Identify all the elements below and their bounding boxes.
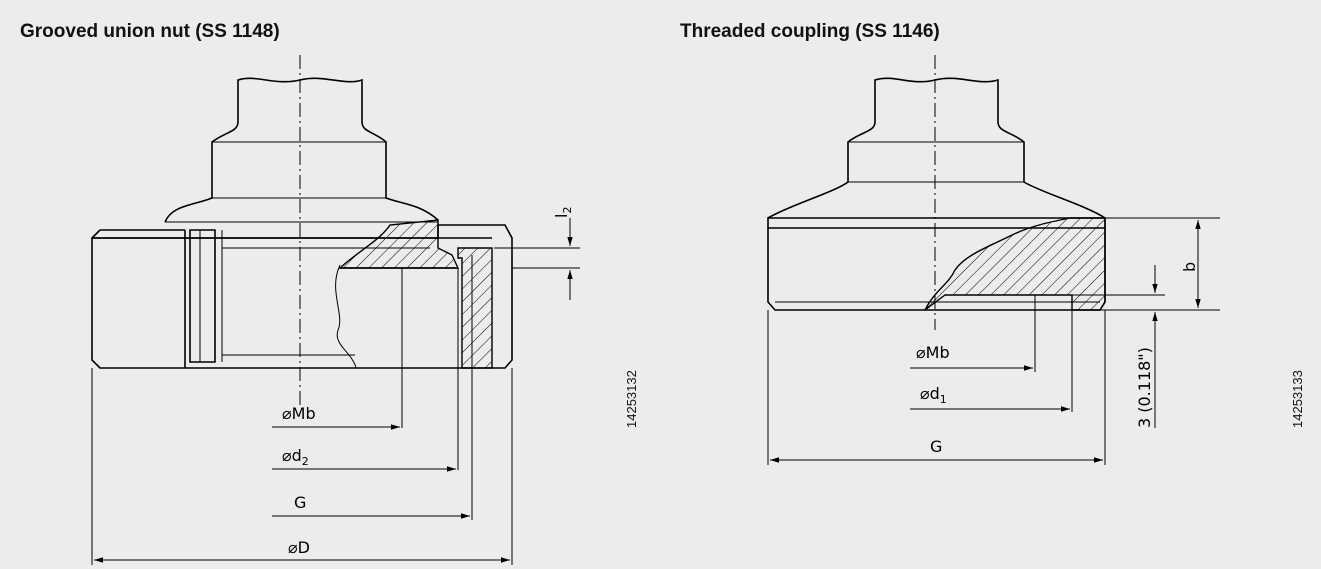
right-g-label: G [930,437,942,456]
left-nut-body [91,224,513,369]
left-doc-id: 14253132 [624,370,639,428]
right-d1-label: ⌀d1 [920,384,947,406]
left-groove [189,229,216,363]
left-neck-left [164,121,239,223]
right-neck-left [767,121,876,219]
left-stem [237,77,363,122]
left-section-hatch-upper [338,219,460,269]
right-3mm-label: 3 (0.118") [1135,347,1154,428]
right-mb-label: ⌀Mb [916,343,950,362]
left-g-label: G [294,493,306,512]
right-doc-id: 14253133 [1290,370,1305,428]
right-b-label: b [1180,262,1199,272]
left-mb-label: ⌀Mb [282,404,316,423]
left-drawing-title: Grooved union nut (SS 1148) [20,21,280,42]
left-d-label: ⌀D [288,538,310,557]
right-drawing-title: Threaded coupling (SS 1146) [680,21,940,42]
right-section-hatch [924,217,1106,311]
left-section-hatch-right [457,247,493,369]
right-neck-right [997,121,1106,219]
left-d2-label: ⌀d2 [282,446,309,468]
right-stem [874,77,999,122]
left-l2-label: l2 [552,207,574,218]
grooved-union-nut-drawing: l2 ⌀Mb ⌀d2 G ⌀D 14253132 [91,55,639,565]
left-break-line [335,264,357,369]
threaded-coupling-drawing: b 3 (0.118") ⌀Mb ⌀d1 G 14253133 [767,55,1305,465]
left-neck-right [361,121,439,221]
